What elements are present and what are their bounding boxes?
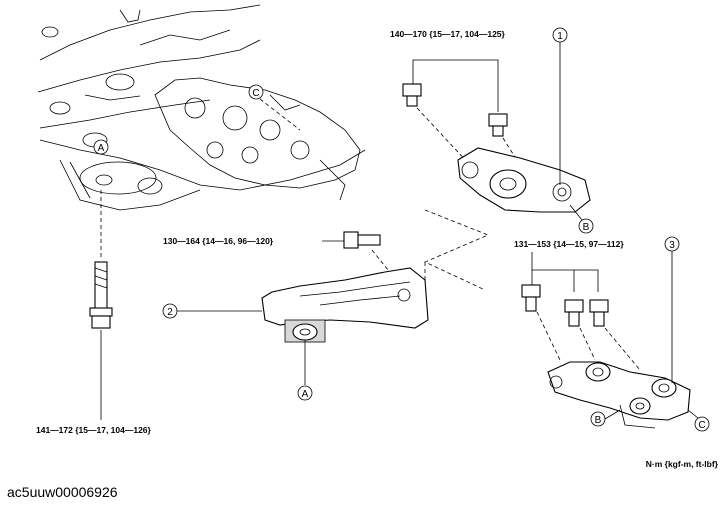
units-label: N·m {kgf-m, ft-lbf} (646, 459, 719, 469)
callout-3-label: 3 (669, 240, 675, 251)
callout-a-lower (297, 385, 313, 401)
part2-engine-mount (261, 267, 429, 343)
part1-mount-bracket (457, 147, 591, 213)
callout-2-label: 2 (167, 307, 173, 318)
torque-left-bottom: 141—172 {15—17, 104—126} (36, 425, 152, 435)
callout-a-lower-label: A (302, 389, 309, 400)
torque-right-group: 131—153 {14—15, 97—112} (514, 239, 624, 249)
torque-center: 130—164 {14—16, 96—120} (163, 236, 274, 246)
upper-bolt-2 (488, 113, 508, 137)
callout-b-lower-label: B (595, 415, 602, 426)
callout-b-upper-label: B (583, 222, 590, 233)
engine-mount-diagram: C A 141—172 {15—17, 104—126} 140—170 {15… (36, 4, 719, 469)
upper-bolt-1 (402, 83, 422, 107)
callout-a-upper-label: A (98, 143, 105, 154)
callout-a-upper (93, 139, 109, 155)
torque-top-right: 140—170 {15—17, 104—125} (390, 29, 506, 39)
subframe-mount-pad (79, 161, 157, 195)
engine-transmission-block (154, 77, 361, 201)
center-bolt (343, 231, 381, 249)
image-id-caption: ac5uuw00006926 (7, 484, 118, 500)
lower-bolt-2 (564, 299, 584, 327)
callout-1-label: 1 (557, 31, 563, 42)
callout-b-upper (578, 218, 594, 234)
part3-mount-bracket (547, 361, 691, 429)
callout-c-lower (694, 416, 710, 432)
callout-c-lower-label: C (698, 420, 705, 431)
lower-bolt-1 (521, 284, 541, 312)
long-bolt (89, 261, 113, 329)
lower-bolt-3 (589, 299, 609, 327)
callout-c-upper (248, 84, 264, 100)
vehicle-subframe (37, 4, 366, 211)
callout-c-upper-label: C (252, 88, 259, 99)
